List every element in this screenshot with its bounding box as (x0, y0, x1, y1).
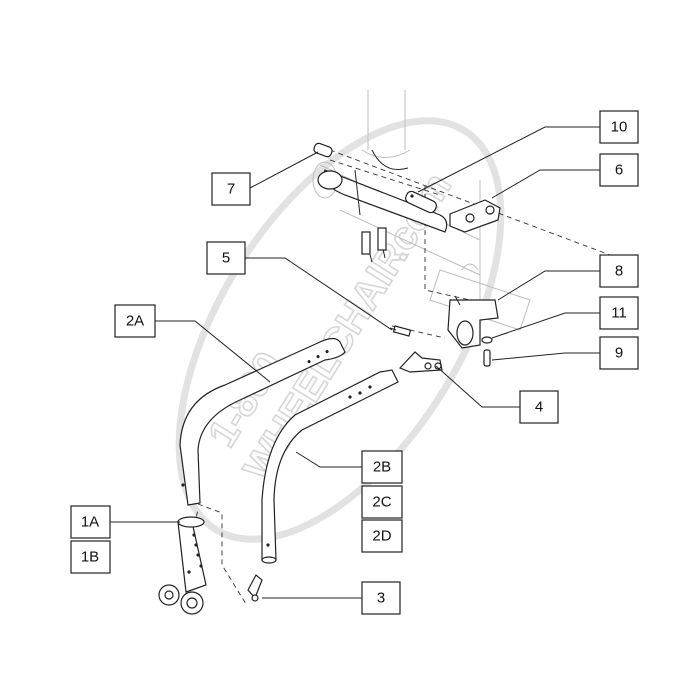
leader-lines (110, 126, 600, 599)
callout-4: 4 (519, 390, 559, 424)
callout-label-10: 10 (611, 119, 628, 136)
part-2a-tube (179, 337, 346, 506)
callout-label-2d: 2D (372, 528, 391, 545)
part-2b-tube (261, 369, 399, 564)
callout-label-4: 4 (535, 399, 543, 416)
callout-9: 9 (599, 336, 639, 370)
callout-label-2c: 2C (372, 494, 391, 511)
part-8-bracket (447, 295, 499, 349)
part-3-pin (247, 574, 263, 602)
callout-5: 5 (206, 241, 246, 275)
callout-3: 3 (361, 581, 401, 615)
callout-label-1a: 1A (81, 514, 99, 531)
callout-2c: 2C (361, 485, 403, 519)
callout-label-5: 5 (222, 250, 230, 267)
callout-2a: 2A (114, 304, 156, 338)
seat-tube (317, 149, 448, 263)
callout-11: 11 (599, 296, 639, 330)
callout-8: 8 (599, 254, 639, 288)
watermark: 1-800 WHEELCHAIR .com (175, 117, 505, 543)
callout-label-1b: 1B (81, 549, 99, 566)
callout-1a: 1A (70, 505, 111, 539)
part-1a-caster (158, 516, 207, 615)
part-6-clamp (449, 199, 501, 233)
part-7-pin (313, 142, 333, 158)
callout-label-2a: 2A (126, 313, 144, 330)
callout-label-8: 8 (615, 263, 623, 280)
part-4-latch (398, 351, 443, 373)
part-11-washer (481, 336, 493, 344)
callout-label-11: 11 (611, 305, 627, 322)
part-9-bolt (483, 349, 491, 367)
callout-7: 7 (211, 172, 251, 206)
callout-2b: 2B (361, 450, 403, 484)
callout-1b: 1B (70, 540, 111, 574)
callout-10: 10 (599, 110, 639, 144)
callout-2d: 2D (361, 519, 403, 553)
callout-label-9: 9 (615, 345, 623, 362)
callout-label-3: 3 (377, 590, 385, 607)
callout-label-7: 7 (227, 181, 235, 198)
part-10-insert (405, 190, 437, 214)
callout-6: 6 (599, 153, 639, 187)
callout-label-2b: 2B (373, 459, 391, 476)
callout-label-6: 6 (615, 162, 623, 179)
part-5-screw (389, 325, 412, 337)
